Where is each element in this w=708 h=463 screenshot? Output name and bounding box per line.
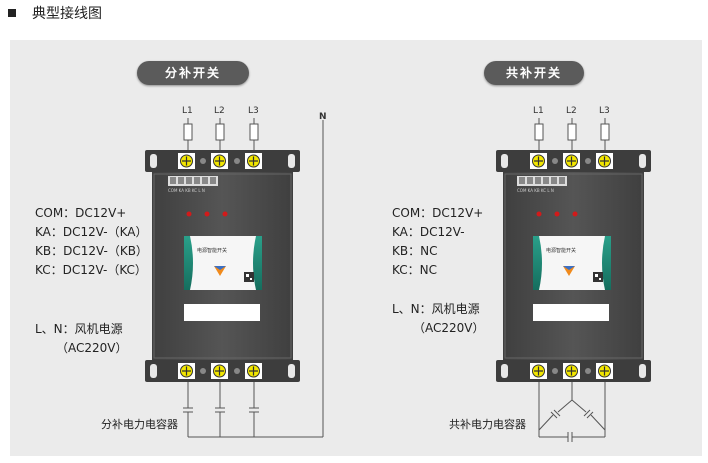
left-panel-brand: 电源智能开关 bbox=[197, 247, 227, 254]
left-legend-kb: KB：DC12V-（KB） bbox=[35, 244, 148, 258]
left-capacitors bbox=[183, 382, 323, 438]
left-led-c bbox=[222, 211, 228, 217]
right-fan-label: L、N：风机电源 bbox=[392, 302, 480, 316]
right-bottom-terminals bbox=[530, 363, 613, 379]
right-legend-kb: KB：NC bbox=[392, 244, 438, 258]
right-panel-brand: 电源智能开关 bbox=[546, 247, 576, 254]
left-leds bbox=[186, 211, 228, 217]
right-control-terminals bbox=[517, 176, 567, 186]
right-phase-l3: L3 bbox=[599, 106, 610, 116]
right-top-terminals bbox=[530, 153, 613, 169]
fuse-l2 bbox=[215, 123, 225, 141]
left-display-window bbox=[184, 304, 260, 321]
right-led-a bbox=[536, 211, 542, 217]
right-terminal-labels: COM KA KB KC L N bbox=[517, 188, 554, 193]
right-label-panel: 电源智能开关 bbox=[533, 236, 611, 290]
left-top-terminals bbox=[178, 153, 262, 169]
fuse-r3 bbox=[600, 123, 610, 141]
square-bullet-icon bbox=[8, 9, 16, 17]
heading-text: 典型接线图 bbox=[32, 6, 102, 22]
right-display-window bbox=[533, 304, 609, 321]
right-legend-ka: KA：DC12V- bbox=[392, 225, 465, 239]
right-phase-l1: L1 bbox=[533, 106, 544, 116]
fuse-r1 bbox=[534, 123, 544, 141]
left-phase-l3: L3 bbox=[248, 106, 259, 116]
section-heading: 典型接线图 bbox=[8, 3, 102, 23]
left-led-b bbox=[204, 211, 210, 217]
right-legend-com: COM：DC12V+ bbox=[392, 206, 484, 220]
right-title-badge: 共补开关 bbox=[484, 61, 584, 85]
right-capacitor-label: 共补电力电容器 bbox=[449, 418, 526, 431]
left-fan-voltage: （AC220V） bbox=[56, 341, 128, 355]
left-fan-label: L、N：风机电源 bbox=[35, 322, 123, 336]
left-device: COM KA KB KC L N 电源智能开关 bbox=[145, 118, 324, 438]
left-control-terminals bbox=[168, 176, 218, 186]
left-terminal-labels: COM KA KB KC L N bbox=[168, 188, 205, 193]
left-legend-ka: KA：DC12V-（KA） bbox=[35, 225, 148, 239]
left-label-panel: 电源智能开关 bbox=[184, 236, 262, 290]
right-device: COM KA KB KC L N 电源智能开关 bbox=[496, 118, 651, 442]
left-led-a bbox=[186, 211, 192, 217]
left-bottom-terminals bbox=[178, 363, 262, 379]
fuse-l1 bbox=[183, 123, 193, 141]
left-legend-com: COM：DC12V+ bbox=[35, 206, 127, 220]
right-fuses bbox=[534, 123, 610, 141]
right-led-c bbox=[572, 211, 578, 217]
right-fan-voltage: （AC220V） bbox=[413, 321, 485, 335]
right-delta-capacitors bbox=[538, 382, 606, 442]
right-legend-kc: KC：NC bbox=[392, 263, 437, 277]
fuse-l3 bbox=[249, 123, 259, 141]
right-leds bbox=[536, 211, 578, 217]
left-capacitor-label: 分补电力电容器 bbox=[101, 418, 178, 431]
left-phase-l1: L1 bbox=[182, 106, 193, 116]
left-phase-l2: L2 bbox=[214, 106, 225, 116]
left-neutral-label: N bbox=[319, 112, 327, 122]
left-legend-kc: KC：DC12V-（KC） bbox=[35, 263, 147, 277]
left-fuses bbox=[183, 123, 259, 141]
fuse-r2 bbox=[567, 123, 577, 141]
right-led-b bbox=[554, 211, 560, 217]
left-title-badge: 分补开关 bbox=[137, 61, 249, 85]
right-phase-l2: L2 bbox=[566, 106, 577, 116]
